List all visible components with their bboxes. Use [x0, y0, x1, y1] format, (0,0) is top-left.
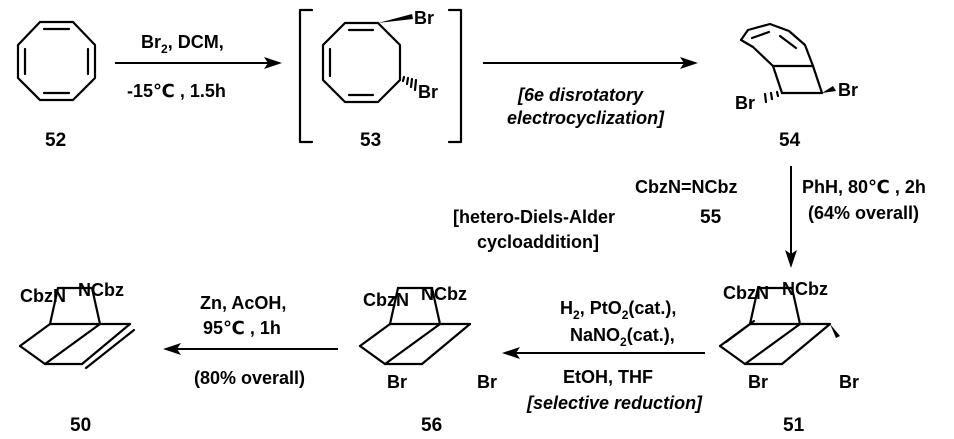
compound-51-br-right: Br: [839, 372, 859, 392]
compound-51-ncbz: NCbz: [782, 279, 828, 299]
reaction-arrow-4: [502, 347, 705, 359]
compound-53-structure: [321, 14, 418, 104]
compound-51-cbzn: CbzN: [723, 283, 769, 303]
step1-conditions: -15℃ , 1.5h: [127, 81, 226, 101]
compound-56-ncbz: NCbz: [421, 284, 467, 304]
reaction-arrow-1: [115, 57, 282, 69]
step1-reagents: Br2, DCM,: [141, 32, 224, 56]
bracket-right: [447, 8, 463, 144]
compound-label-53: 53: [360, 130, 381, 151]
compound-label-52: 52: [45, 130, 66, 151]
compound-51-structure: [718, 286, 840, 366]
step5-yield: (80% overall): [194, 368, 305, 388]
step4-solvent: EtOH, THF: [563, 367, 653, 387]
compound-51-br-left: Br: [748, 372, 768, 392]
compound-56-cbzn: CbzN: [363, 290, 409, 310]
step2-label-line1: [6e disrotatory: [517, 85, 644, 105]
reaction-arrow-5: [163, 343, 338, 355]
step3-label-line1: [hetero-Diels-Alder: [453, 207, 615, 227]
step2-label-line2: electrocyclization]: [507, 108, 665, 128]
compound-label-51: 51: [783, 415, 805, 436]
compound-50-cbzn: CbzN: [20, 286, 66, 306]
step3-yield: (64% overall): [808, 203, 919, 223]
compound-label-56: 56: [421, 415, 442, 436]
step4-reagent-line1: H2, PtO2(cat.),: [560, 298, 676, 322]
bracket-left: [298, 8, 314, 144]
step5-conditions: 95℃ , 1h: [203, 318, 281, 338]
reaction-arrow-3: [785, 166, 797, 268]
step4-label: [selective reduction]: [526, 393, 703, 413]
compound-label-55: 55: [700, 207, 722, 228]
compound-56-br-left: Br: [387, 372, 407, 392]
step3-conditions: PhH, 80℃ , 2h: [802, 177, 926, 197]
step5-reagent: Zn, AcOH,: [200, 293, 286, 313]
compound-54-br-right: Br: [838, 80, 858, 100]
compound-label-54: 54: [779, 130, 801, 151]
compound-53-br-lower: Br: [418, 82, 438, 102]
compound-53-br-upper: Br: [414, 8, 434, 28]
reaction-arrow-2: [483, 57, 698, 69]
step3-reagent: CbzN=NCbz: [635, 177, 738, 197]
compound-54-structure: [739, 22, 836, 104]
compound-50-ncbz: NCbz: [78, 280, 124, 300]
compound-52-structure: [16, 20, 97, 102]
step4-reagent-line2: NaNO2(cat.),: [570, 325, 675, 349]
compound-56-br-right: Br: [477, 372, 497, 392]
compound-50-structure: [18, 286, 136, 370]
compound-label-50: 50: [70, 415, 91, 436]
compound-54-br-left: Br: [735, 93, 755, 113]
step3-label-line2: cycloaddition]: [477, 232, 599, 252]
